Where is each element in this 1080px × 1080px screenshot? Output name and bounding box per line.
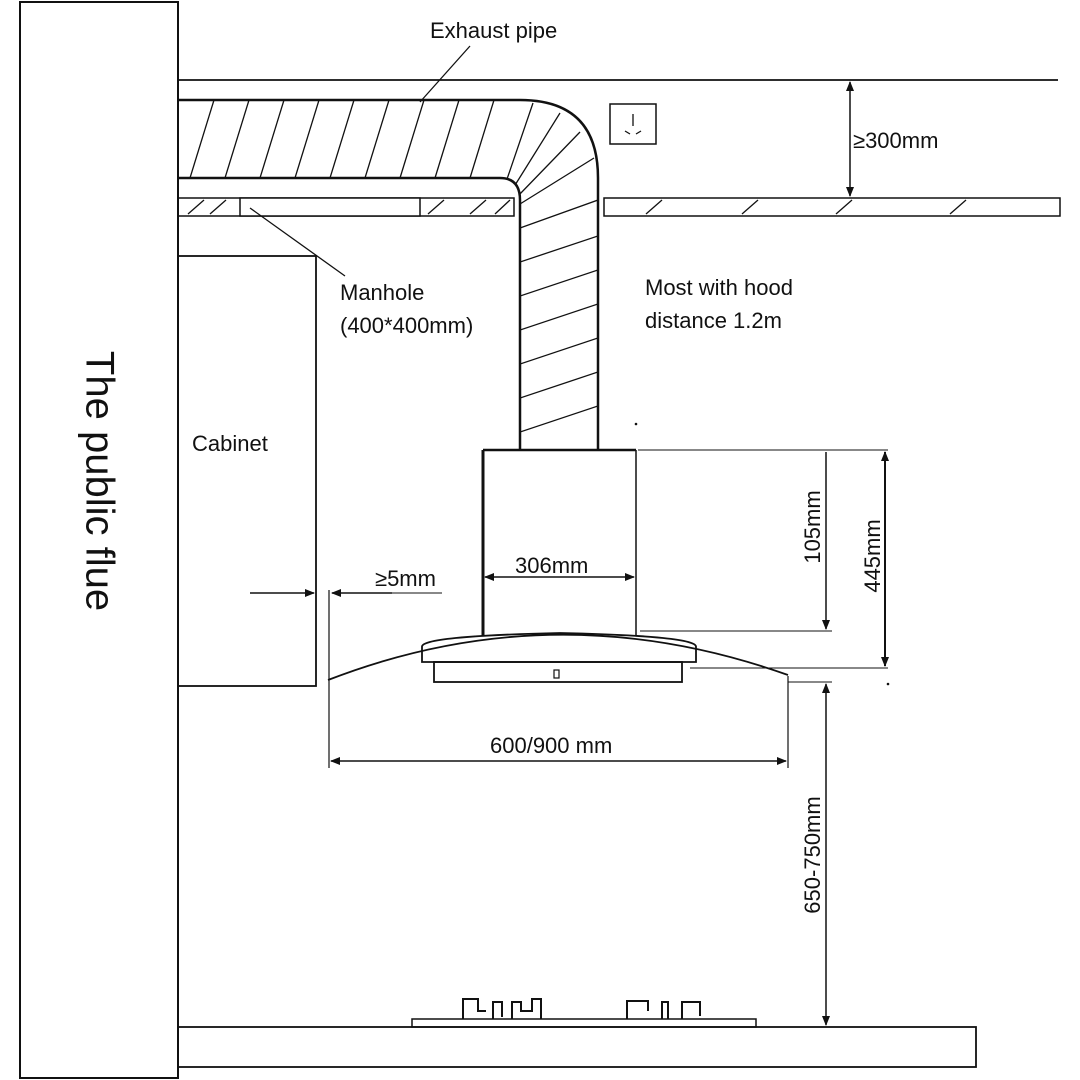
hob-clearance-dimension: 650-750mm xyxy=(800,683,830,1026)
manhole-size-label: (400*400mm) xyxy=(340,313,473,338)
cabinet-gap-label: ≥5mm xyxy=(375,566,436,591)
hood-width-label: 600/900 mm xyxy=(490,733,612,758)
manhole xyxy=(239,197,421,217)
burner-icon xyxy=(626,1000,701,1019)
exhaust-pipe-label: Exhaust pipe xyxy=(430,18,557,43)
ceiling xyxy=(177,79,1061,217)
ceiling-gap-dimension: ≥300mm xyxy=(846,81,938,197)
manhole-label: Manhole xyxy=(340,280,424,305)
hob-clearance-label: 650-750mm xyxy=(800,796,825,913)
exhaust-duct xyxy=(178,98,600,450)
hood-distance-note-2: distance 1.2m xyxy=(645,308,782,333)
hood-canopy xyxy=(327,632,789,683)
hood-chimney xyxy=(481,448,637,636)
ceiling-gap-label: ≥300mm xyxy=(853,128,938,153)
total-height-dimension: 445mm xyxy=(860,451,889,667)
gas-hob xyxy=(411,998,757,1028)
cabinet: Cabinet xyxy=(177,255,317,687)
cabinet-label: Cabinet xyxy=(192,431,268,456)
chimney-width-label: 306mm xyxy=(515,553,588,578)
countertop xyxy=(177,1026,977,1068)
socket-icon xyxy=(609,103,657,145)
hood-width-dimension: 600/900 mm xyxy=(330,733,787,765)
total-height-label: 445mm xyxy=(860,519,885,592)
hood-distance-note: Most with hood xyxy=(645,275,793,300)
canopy-height-label: 105mm xyxy=(800,490,825,563)
burner-icon xyxy=(462,998,542,1019)
chimney-width-dimension: 306mm xyxy=(484,553,635,581)
public-flue-label: The public flue xyxy=(77,351,121,611)
cabinet-gap-dimension: ≥5mm xyxy=(250,566,442,597)
canopy-height-dimension: 105mm xyxy=(800,452,830,630)
public-flue-wall: The public flue xyxy=(19,1,179,1079)
